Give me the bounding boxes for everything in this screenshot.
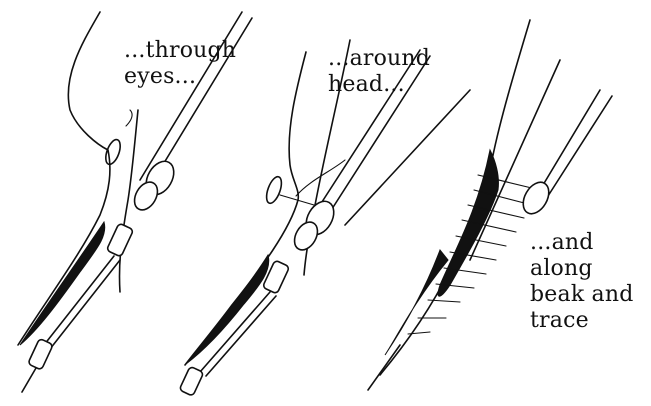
step-3-dark-beak xyxy=(385,250,448,355)
step-1-thread-loop xyxy=(126,110,132,126)
caption-along-beak-and-trace: ...and along beak and trace xyxy=(530,230,634,334)
step-1-eye xyxy=(103,138,123,167)
step-2-line-c xyxy=(345,90,470,225)
caption-around-head: ...around head... xyxy=(328,46,430,98)
step-3-trace xyxy=(368,345,400,390)
step-2-sleeve-lower xyxy=(179,366,204,396)
step-1-sleeve-lower xyxy=(28,338,53,370)
step-2-beak xyxy=(186,255,269,364)
step-3-line-a xyxy=(540,90,600,190)
step-1-sleeve xyxy=(106,223,133,257)
step-3-ring xyxy=(518,178,554,218)
step-1-trace-b xyxy=(50,260,120,349)
step-3-wrapped-head xyxy=(438,150,498,296)
step-2-eye xyxy=(264,175,285,205)
step-3-line-b xyxy=(548,96,612,196)
caption-through-eyes: ...through eyes... xyxy=(124,38,236,90)
step-1-trace-end xyxy=(22,368,36,392)
